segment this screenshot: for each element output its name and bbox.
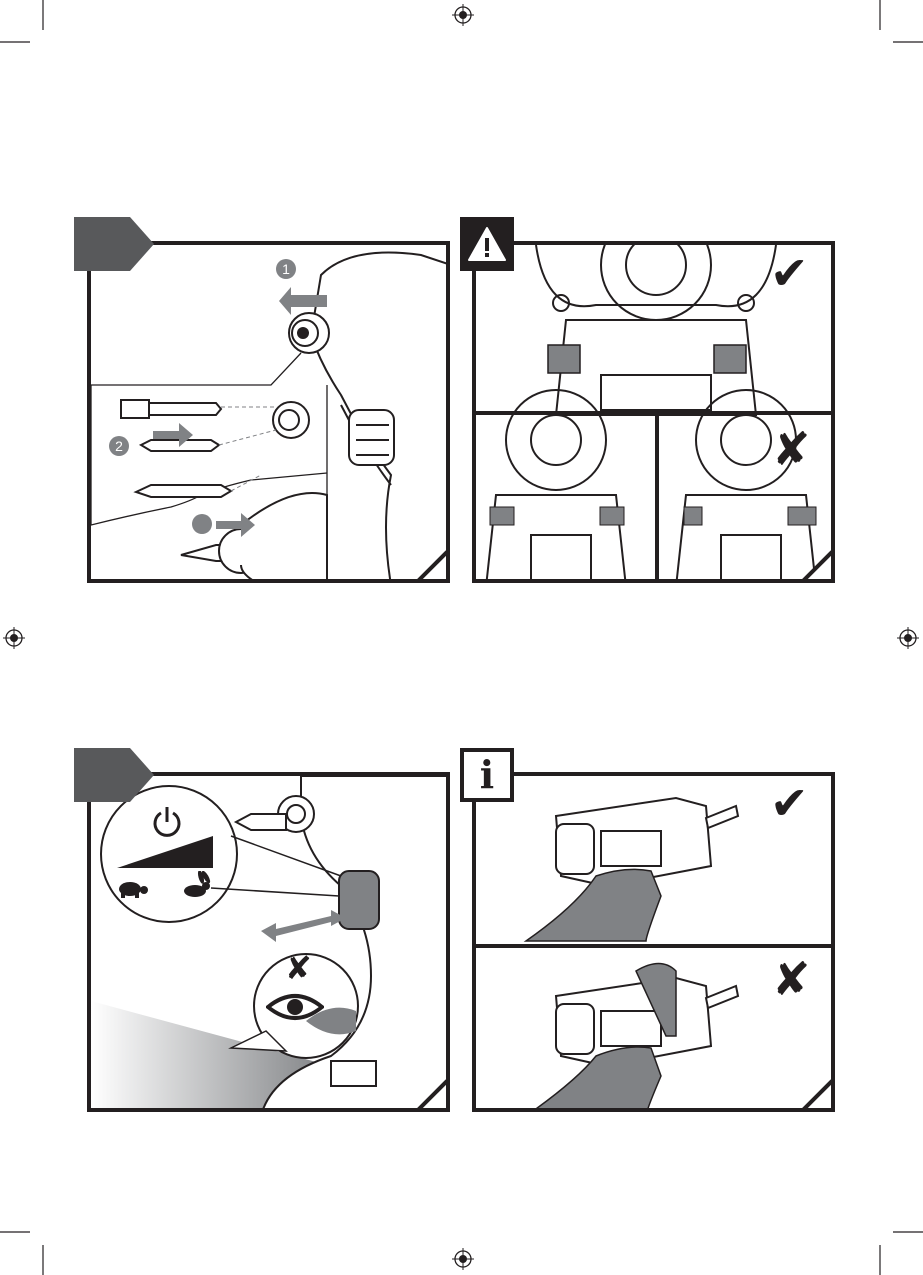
registration-mark-left	[3, 627, 25, 649]
registration-mark-bottom	[452, 1248, 474, 1270]
figure-frame	[87, 772, 450, 1112]
rabbit-icon	[178, 871, 214, 901]
step-number-1: 1	[276, 259, 296, 279]
step-badge	[74, 748, 154, 802]
no-look-cross-icon: ✘	[285, 952, 312, 984]
correct-check-icon: ✔	[770, 250, 809, 296]
info-icon: i	[460, 748, 514, 802]
eye-icon	[266, 991, 324, 1023]
step-number-2: 2	[109, 436, 129, 456]
registration-mark-right	[897, 627, 919, 649]
turtle-icon	[113, 878, 149, 898]
correct-check-icon: ✔	[770, 780, 809, 826]
power-icon	[151, 805, 183, 839]
impact-driver-bit-illustration	[91, 245, 450, 583]
incorrect-cross-icon: ✘	[772, 956, 811, 1002]
incorrect-cross-icon: ✘	[772, 426, 811, 472]
warning-icon	[460, 217, 514, 271]
step-badge	[74, 217, 154, 271]
info-icon-letter: i	[480, 756, 494, 794]
step-number-3	[192, 514, 212, 534]
registration-mark-top	[452, 4, 474, 26]
figure-frame	[87, 241, 450, 583]
trigger-and-led-illustration	[91, 776, 450, 1112]
